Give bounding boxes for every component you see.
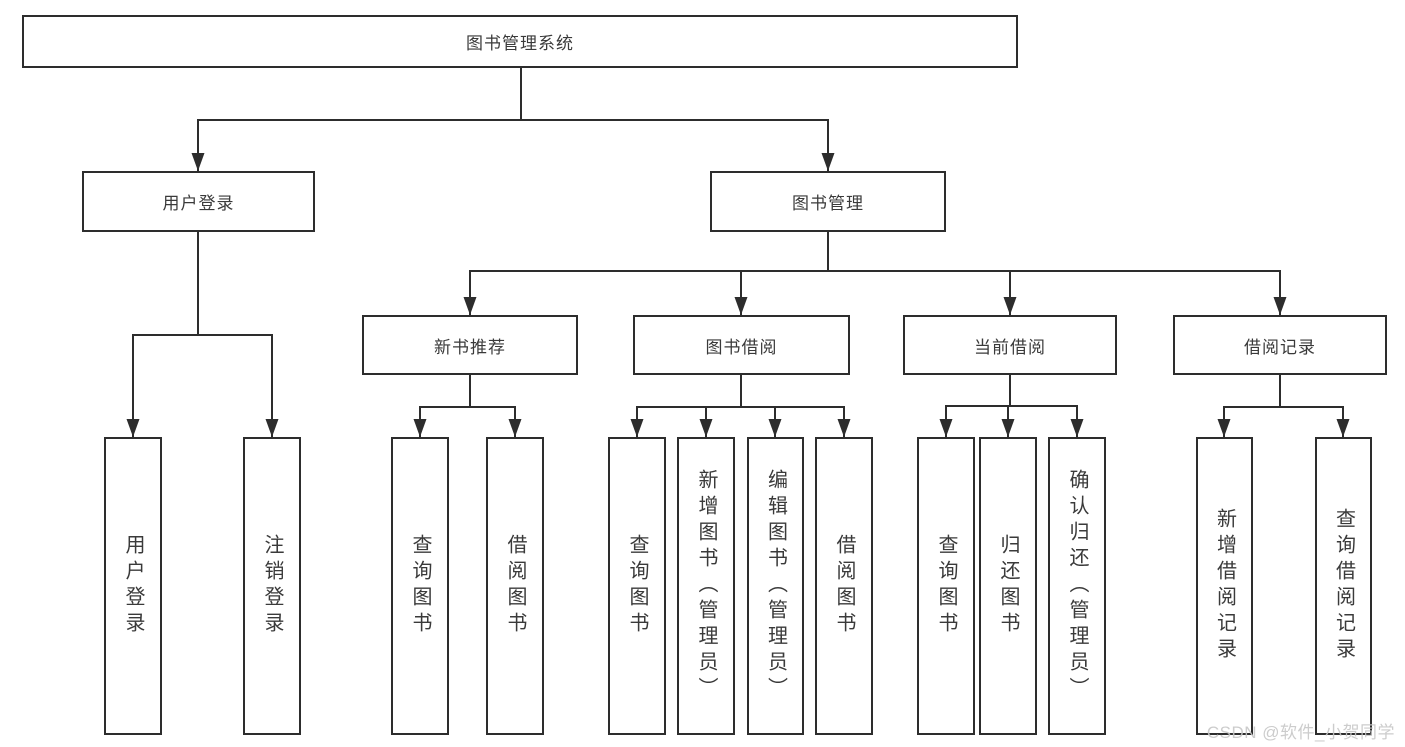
leaf-current-query-books: 查询图书: [917, 437, 975, 735]
watermark: CSDN @软件_小贺同学: [1206, 723, 1395, 742]
connector-user-login: [126, 231, 279, 437]
connector-book-borrow: [630, 374, 851, 437]
leaf-confirm-return-admin: 确认归还（管理员）: [1048, 437, 1106, 735]
node-book-mgmt-label: 图书管理: [792, 194, 864, 213]
leaf-borrow-query-books-label: 查询图书: [626, 534, 648, 638]
node-book-borrow-label: 图书借阅: [705, 337, 778, 357]
leaf-user-login: 用户登录: [104, 437, 162, 735]
leaf-add-borrow-record-label: 新增借阅记录: [1213, 508, 1236, 664]
leaf-return-books: 归还图书: [979, 437, 1037, 735]
node-new-book-rec: 新书推荐: [362, 315, 578, 375]
connector-current-borrow: [939, 374, 1084, 437]
leaf-confirm-return-admin-label: 确认归还（管理员）: [1066, 469, 1088, 703]
leaf-newrec-borrow-books: 借阅图书: [486, 437, 544, 735]
leaf-user-login-label: 用户登录: [122, 534, 144, 638]
node-book-mgmt: 图书管理: [710, 171, 946, 232]
node-new-book-rec-label: 新书推荐: [434, 337, 506, 357]
leaf-add-books-admin-label: 新增图书（管理员）: [695, 469, 717, 703]
node-current-borrow-label: 当前借阅: [974, 337, 1046, 357]
leaf-return-books-label: 归还图书: [997, 534, 1019, 638]
node-user-login-label: 用户登录: [162, 194, 235, 213]
leaf-current-query-books-label: 查询图书: [935, 534, 957, 638]
node-user-login: 用户登录: [82, 171, 315, 232]
connector-new-book: [413, 374, 522, 437]
leaf-add-books-admin: 新增图书（管理员）: [677, 437, 735, 735]
node-root: 图书管理系统: [22, 15, 1018, 68]
node-borrow-records-label: 借阅记录: [1244, 337, 1316, 357]
connector-root: [191, 67, 835, 171]
leaf-borrow-books: 借阅图书: [815, 437, 873, 735]
leaf-newrec-borrow-books-label: 借阅图书: [504, 534, 526, 638]
connector-borrow-records: [1217, 374, 1350, 437]
leaf-edit-books-admin: 编辑图书（管理员）: [747, 437, 804, 735]
node-borrow-records: 借阅记录: [1173, 315, 1387, 375]
leaf-query-borrow-record: 查询借阅记录: [1315, 437, 1372, 735]
leaf-borrow-books-label: 借阅图书: [833, 534, 855, 638]
node-current-borrow: 当前借阅: [903, 315, 1117, 375]
leaf-query-borrow-record-label: 查询借阅记录: [1332, 508, 1355, 664]
leaf-logout: 注销登录: [243, 437, 301, 735]
leaf-add-borrow-record: 新增借阅记录: [1196, 437, 1253, 735]
leaf-logout-label: 注销登录: [261, 534, 283, 638]
leaf-newrec-query-books: 查询图书: [391, 437, 449, 735]
leaf-edit-books-admin-label: 编辑图书（管理员）: [764, 469, 787, 703]
connector-book-mgmt: [463, 231, 1287, 315]
node-book-borrow: 图书借阅: [633, 315, 850, 375]
leaf-newrec-query-books-label: 查询图书: [409, 534, 431, 638]
leaf-borrow-query-books: 查询图书: [608, 437, 666, 735]
node-root-label: 图书管理系统: [466, 34, 574, 53]
